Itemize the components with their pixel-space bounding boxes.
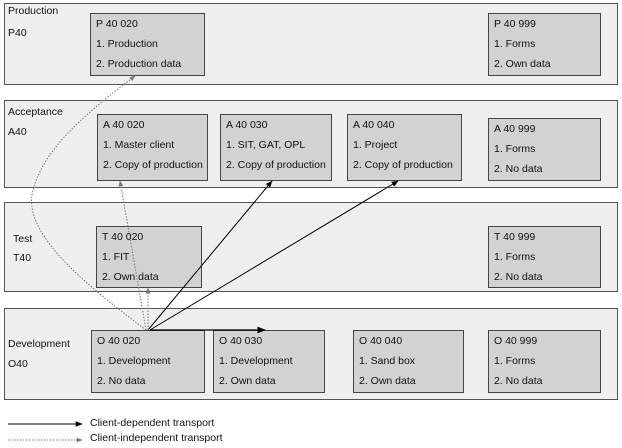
client-box-a40040: A 40 040 1. Project 2. Copy of productio… — [347, 114, 462, 181]
client-id: P 40 999 — [494, 18, 536, 30]
band-code: O40 — [8, 358, 28, 370]
band-title: Test — [13, 233, 33, 245]
client-box-t40020: T 40 020 1. FIT 2. Own data — [96, 226, 202, 288]
client-id: P 40 020 — [96, 18, 138, 30]
client-box-o40040: O 40 040 1. Sand box 2. Own data — [353, 330, 464, 393]
band-code: A40 — [8, 126, 27, 138]
client-id: O 40 020 — [97, 335, 141, 347]
client-role: 1. FIT — [102, 251, 130, 263]
client-id: A 40 030 — [226, 119, 268, 131]
client-data: 2. Copy of production — [103, 159, 203, 171]
client-data: 2. No data — [494, 271, 543, 283]
client-role: 1. SIT, GAT, OPL — [226, 139, 306, 151]
client-box-p40020: P 40 020 1. Production 2. Production dat… — [90, 13, 205, 76]
client-role: 1. Production — [96, 38, 158, 50]
legend-independent-label: Client-independent transport — [90, 432, 223, 444]
band-code: P40 — [8, 27, 27, 39]
client-data: 2. No data — [494, 163, 543, 175]
legend-dependent-label: Client-dependent transport — [90, 417, 215, 429]
client-data: 2. Own data — [494, 58, 551, 70]
client-id: A 40 999 — [494, 123, 536, 135]
client-box-a40030: A 40 030 1. SIT, GAT, OPL 2. Copy of pro… — [220, 114, 332, 181]
band-title: Production — [8, 5, 59, 17]
client-data: 2. No data — [97, 375, 146, 387]
client-id: O 40 030 — [219, 335, 263, 347]
client-id: T 40 020 — [102, 231, 144, 243]
client-box-o40020: O 40 020 1. Development 2. No data — [91, 330, 205, 393]
client-role: 1. Forms — [494, 251, 536, 263]
client-id: A 40 020 — [103, 119, 145, 131]
client-data: 2. Production data — [96, 58, 182, 70]
band-title: Acceptance — [8, 106, 63, 118]
client-id: O 40 040 — [359, 335, 403, 347]
client-box-o40999: O 40 999 1. Forms 2. No data — [488, 330, 601, 393]
client-id: T 40 999 — [494, 231, 536, 243]
client-data: 2. Own data — [359, 375, 416, 387]
band-code: T40 — [13, 252, 32, 264]
client-data: 2. Copy of production — [353, 159, 453, 171]
client-box-a40999: A 40 999 1. Forms 2. No data — [488, 118, 601, 181]
client-data: 2. Own data — [102, 271, 159, 283]
client-role: 1. Forms — [494, 355, 536, 367]
client-role: 1. Forms — [494, 143, 536, 155]
client-id: A 40 040 — [353, 119, 395, 131]
client-role: 1. Forms — [494, 38, 536, 50]
client-role: 1. Master client — [103, 139, 175, 151]
client-box-t40999: T 40 999 1. Forms 2. No data — [488, 226, 601, 288]
client-box-a40020: A 40 020 1. Master client 2. Copy of pro… — [97, 114, 208, 181]
client-data: 2. Own data — [219, 375, 276, 387]
client-box-o40030: O 40 030 1. Development 2. Own data — [213, 330, 325, 393]
client-id: O 40 999 — [494, 335, 538, 347]
band-title: Development — [8, 338, 70, 350]
client-data: 2. No data — [494, 375, 543, 387]
client-data: 2. Copy of production — [226, 159, 326, 171]
client-box-p40999: P 40 999 1. Forms 2. Own data — [488, 13, 601, 76]
client-role: 1. Development — [97, 355, 171, 367]
client-role: 1. Project — [353, 139, 398, 151]
client-role: 1. Development — [219, 355, 293, 367]
client-role: 1. Sand box — [359, 355, 416, 367]
